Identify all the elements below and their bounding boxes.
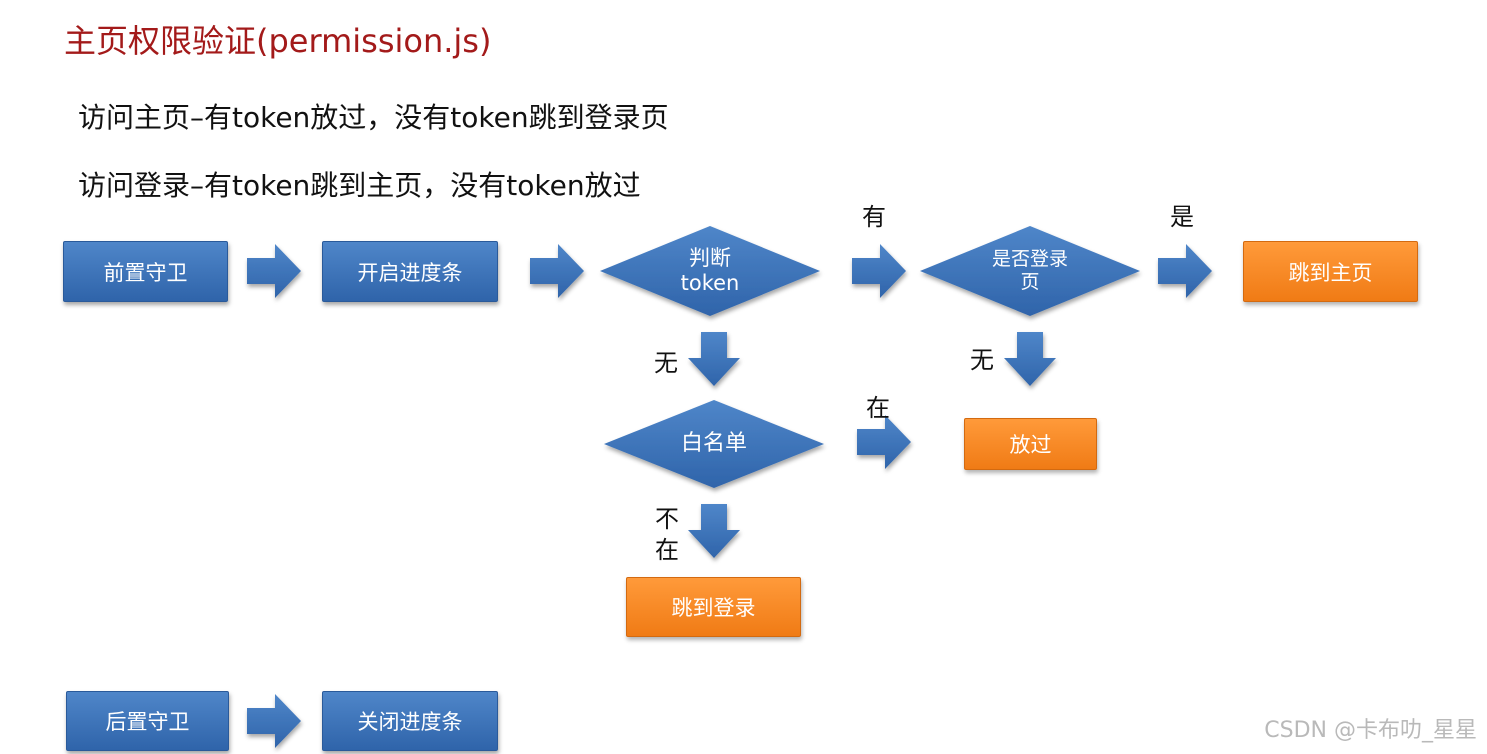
is-login-line1: 是否登录 <box>991 248 1068 271</box>
decision-check-token <box>600 226 820 316</box>
before-guard-box: 前置守卫 <box>63 241 228 302</box>
is-login-line2: 页 <box>1020 271 1040 293</box>
edge-label-none-token: 无 <box>654 349 678 377</box>
arrow-right-3 <box>852 244 906 298</box>
arrow-down-3 <box>688 504 740 558</box>
decision-is-login-page <box>920 226 1140 316</box>
arrow-right-4 <box>1158 244 1212 298</box>
arrow-down-1 <box>688 332 740 386</box>
arrow-right-2 <box>530 244 584 298</box>
check-token-line1: 判断 <box>689 245 731 270</box>
goto-home-box: 跳到主页 <box>1243 241 1418 302</box>
after-guard-box: 后置守卫 <box>66 691 229 751</box>
edge-label-not-in-2: 在 <box>655 536 679 564</box>
start-progress-box: 开启进度条 <box>322 241 498 302</box>
decision-whitelist <box>604 400 824 488</box>
arrow-down-2 <box>1004 332 1056 386</box>
edge-label-has: 有 <box>862 203 886 231</box>
arrow-right-1 <box>247 244 301 298</box>
edge-label-none-login: 无 <box>970 346 994 374</box>
watermark: CSDN @卡布叻_星星 <box>1264 718 1477 743</box>
arrow-right-6 <box>247 694 301 748</box>
release-box: 放过 <box>964 418 1097 470</box>
goto-login-box: 跳到登录 <box>626 577 801 637</box>
edge-label-not-in-1: 不 <box>655 505 679 533</box>
check-token-line2: token <box>680 271 740 295</box>
rule-login-access: 访问登录–有token跳到主页，没有token放过 <box>78 169 641 202</box>
rule-home-access: 访问主页–有token放过，没有token跳到登录页 <box>78 101 669 134</box>
page-title: 主页权限验证(permission.js) <box>64 22 492 60</box>
check-token-label: 判断 token <box>650 240 770 302</box>
edge-label-yes: 是 <box>1170 203 1194 231</box>
close-progress-box: 关闭进度条 <box>322 691 498 751</box>
edge-label-in: 在 <box>866 394 890 422</box>
is-login-label: 是否登录 页 <box>970 244 1090 298</box>
arrow-right-5 <box>857 415 911 469</box>
whitelist-text: 白名单 <box>680 430 747 456</box>
whitelist-label: 白名单 <box>654 428 774 460</box>
